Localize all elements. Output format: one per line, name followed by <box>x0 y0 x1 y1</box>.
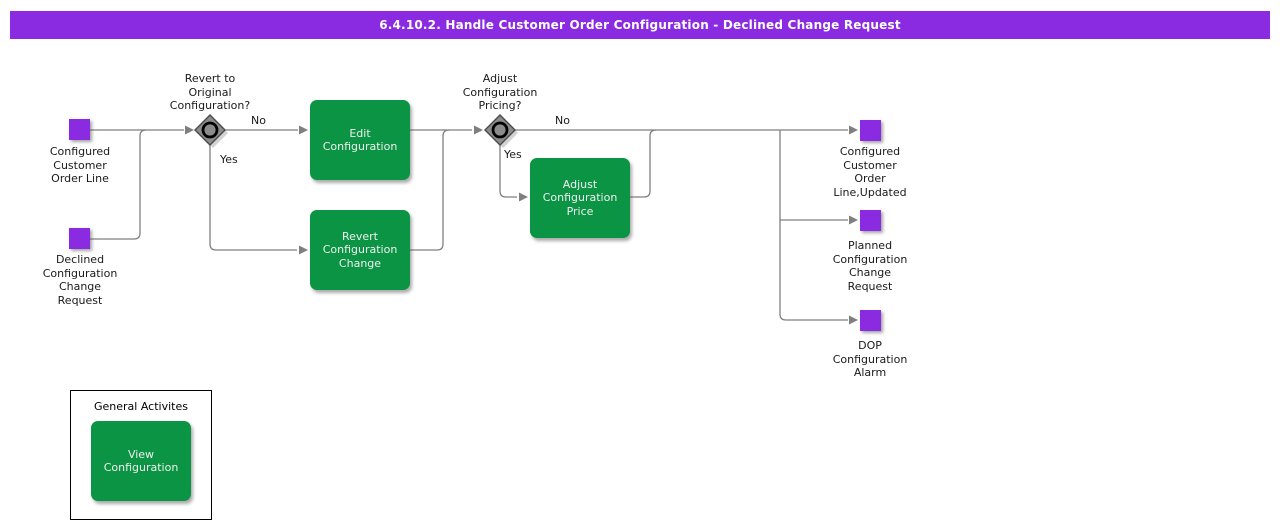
arrowhead-into-revert <box>299 245 308 255</box>
decision1-diamond[interactable] <box>194 114 226 146</box>
artifact-label-planned-configuration-change-request: Planned Configuration Change Request <box>832 239 908 293</box>
decision-gateway-revert[interactable] <box>194 114 228 148</box>
arrowhead-into-decision2 <box>474 125 483 135</box>
general-activities-box: General Activites View Configuration <box>70 390 212 520</box>
artifact-label-configured-customer-order-line-updated: Configured Customer Order Line,Updated <box>833 145 907 199</box>
arrowhead-into-output1 <box>849 125 858 135</box>
arrowhead-into-edit <box>299 125 308 135</box>
diagram-title: 6.4.10.2. Handle Customer Order Configur… <box>379 18 901 32</box>
connector-revert-merge <box>410 129 450 251</box>
decision2-ring-icon <box>491 121 509 139</box>
artifact-label-declined-configuration-change-request: Declined Configuration Change Request <box>42 253 118 307</box>
decision1-shadow <box>198 118 228 148</box>
decision-gateway-pricing[interactable] <box>484 114 518 148</box>
arrowhead-into-output3 <box>849 315 858 325</box>
artifact-declined-configuration-change-request[interactable] <box>69 228 90 249</box>
artifact-planned-configuration-change-request[interactable] <box>860 210 881 231</box>
arrowhead-into-decision1 <box>185 125 194 135</box>
artifact-configured-customer-order-line-updated[interactable] <box>860 120 881 141</box>
activity-edit-configuration[interactable]: Edit Configuration <box>310 100 410 180</box>
artifact-label-configured-customer-order-line: Configured Customer Order Line <box>49 145 111 185</box>
decision-label-adjust-configuration-pricing: Adjust Configuration Pricing? <box>462 72 538 112</box>
artifact-configured-customer-order-line[interactable] <box>69 119 90 140</box>
arrowhead-into-adjustprice <box>519 192 528 202</box>
edge-label-yes-2: Yes <box>504 148 522 161</box>
activity-view-configuration[interactable]: View Configuration <box>91 421 191 501</box>
decision1-ring-icon <box>201 121 219 139</box>
diagram-title-bar: 6.4.10.2. Handle Customer Order Configur… <box>10 11 1270 39</box>
artifact-dop-configuration-alarm[interactable] <box>860 310 881 331</box>
arrowhead-into-output2 <box>849 215 858 225</box>
general-activities-title: General Activites <box>94 400 188 413</box>
decision2-diamond[interactable] <box>484 114 516 146</box>
edge-label-no-1: No <box>251 114 266 127</box>
edge-label-no-2: No <box>555 114 570 127</box>
connector-adjustprice-merge <box>630 129 657 198</box>
decision-label-revert-to-original-configuration: Revert to Original Configuration? <box>169 72 251 112</box>
activity-revert-configuration-change[interactable]: Revert Configuration Change <box>310 210 410 290</box>
activity-adjust-configuration-price[interactable]: Adjust Configuration Price <box>530 158 630 238</box>
edge-label-yes-1: Yes <box>220 153 238 166</box>
artifact-label-dop-configuration-alarm: DOP Configuration Alarm <box>832 339 908 379</box>
decision2-shadow <box>488 118 518 148</box>
